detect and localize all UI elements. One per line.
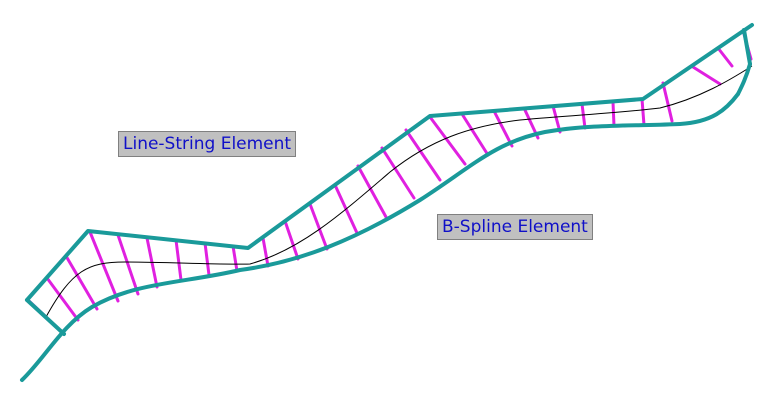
rung [308, 202, 329, 251]
line-string-label: Line-String Element [118, 131, 297, 157]
rung [174, 238, 183, 282]
start-cap [25, 298, 66, 336]
rung [460, 112, 490, 157]
centerline [45, 65, 753, 318]
rung [551, 104, 562, 134]
rung [428, 115, 467, 166]
rung [611, 100, 616, 128]
end-cap [742, 28, 752, 66]
rung [261, 236, 270, 268]
rung [356, 164, 388, 219]
rung [203, 241, 211, 277]
rung [116, 233, 140, 296]
rung [283, 219, 300, 261]
rung [231, 244, 239, 273]
rung [580, 102, 587, 130]
rung [691, 65, 722, 86]
end-connector [736, 62, 752, 96]
rung [88, 230, 120, 303]
rung [661, 81, 674, 123]
b-spline-label: B-Spline Element [437, 214, 593, 240]
rung [64, 254, 99, 311]
rung [380, 146, 416, 200]
line-string-boundary [25, 23, 754, 302]
rung [640, 97, 646, 127]
b-spline-boundary [20, 92, 740, 382]
rung [45, 276, 80, 322]
rung [716, 46, 734, 68]
rung [492, 109, 514, 148]
rung [404, 128, 442, 182]
